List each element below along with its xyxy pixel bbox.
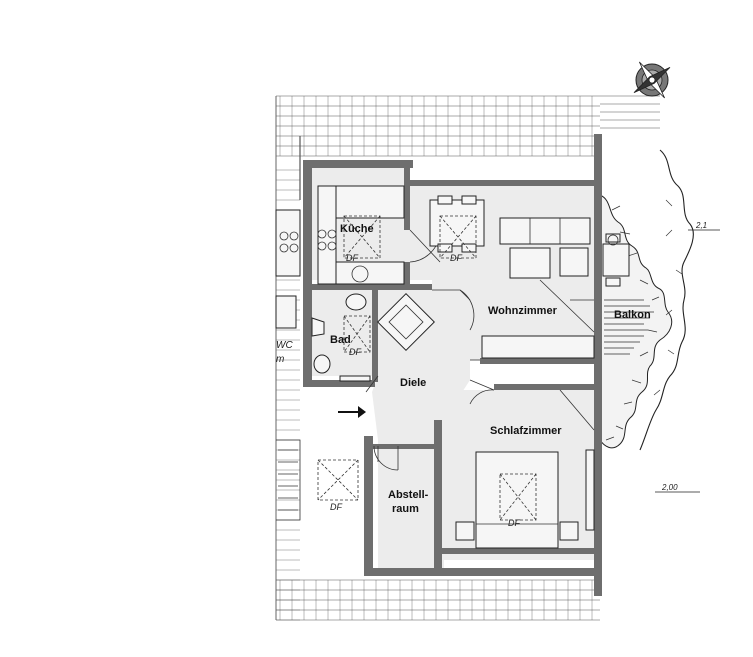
- df-kueche: DF: [346, 253, 358, 263]
- room-label-diele: Diele: [400, 377, 426, 389]
- neighbor-m-label: m: [276, 354, 284, 365]
- kitchen-furniture: [317, 185, 485, 285]
- df-schlafzimmer: DF: [508, 518, 520, 528]
- dimension-lines: [655, 229, 720, 493]
- bath-fixtures: [311, 293, 435, 382]
- room-label-wohnzimmer: Wohnzimmer: [488, 305, 558, 317]
- bedroom-furniture: [455, 449, 595, 549]
- room-label-balkon: Balkon: [614, 309, 651, 321]
- walls: [303, 134, 602, 596]
- entrance-arrow-icon: [338, 406, 366, 418]
- room-label-abstell-1: Abstell-: [388, 489, 429, 501]
- labels: Küche Bad Wohnzimmer Balkon Diele Schlaf…: [276, 221, 707, 528]
- dimension-upper: 2,1: [695, 221, 707, 230]
- room-label-schlafzimmer: Schlafzimmer: [490, 425, 562, 437]
- df-wohnzimmer: DF: [450, 253, 462, 263]
- compass-rose-icon: [633, 61, 671, 99]
- vegetation-border: [599, 149, 694, 451]
- dimension-lower: 2,00: [661, 483, 678, 492]
- neighbor-fragments: [275, 209, 301, 521]
- living-furniture: [481, 217, 595, 359]
- df-bad: DF: [349, 347, 361, 357]
- df-neighbor: DF: [330, 502, 342, 512]
- neighbor-wc-label: WC: [276, 340, 293, 351]
- room-label-abstell-2: raum: [392, 503, 419, 515]
- room-label-bad: Bad: [330, 334, 351, 346]
- skylight-markers: [317, 215, 537, 521]
- room-label-kueche: Küche: [340, 223, 374, 235]
- doors: [365, 229, 595, 471]
